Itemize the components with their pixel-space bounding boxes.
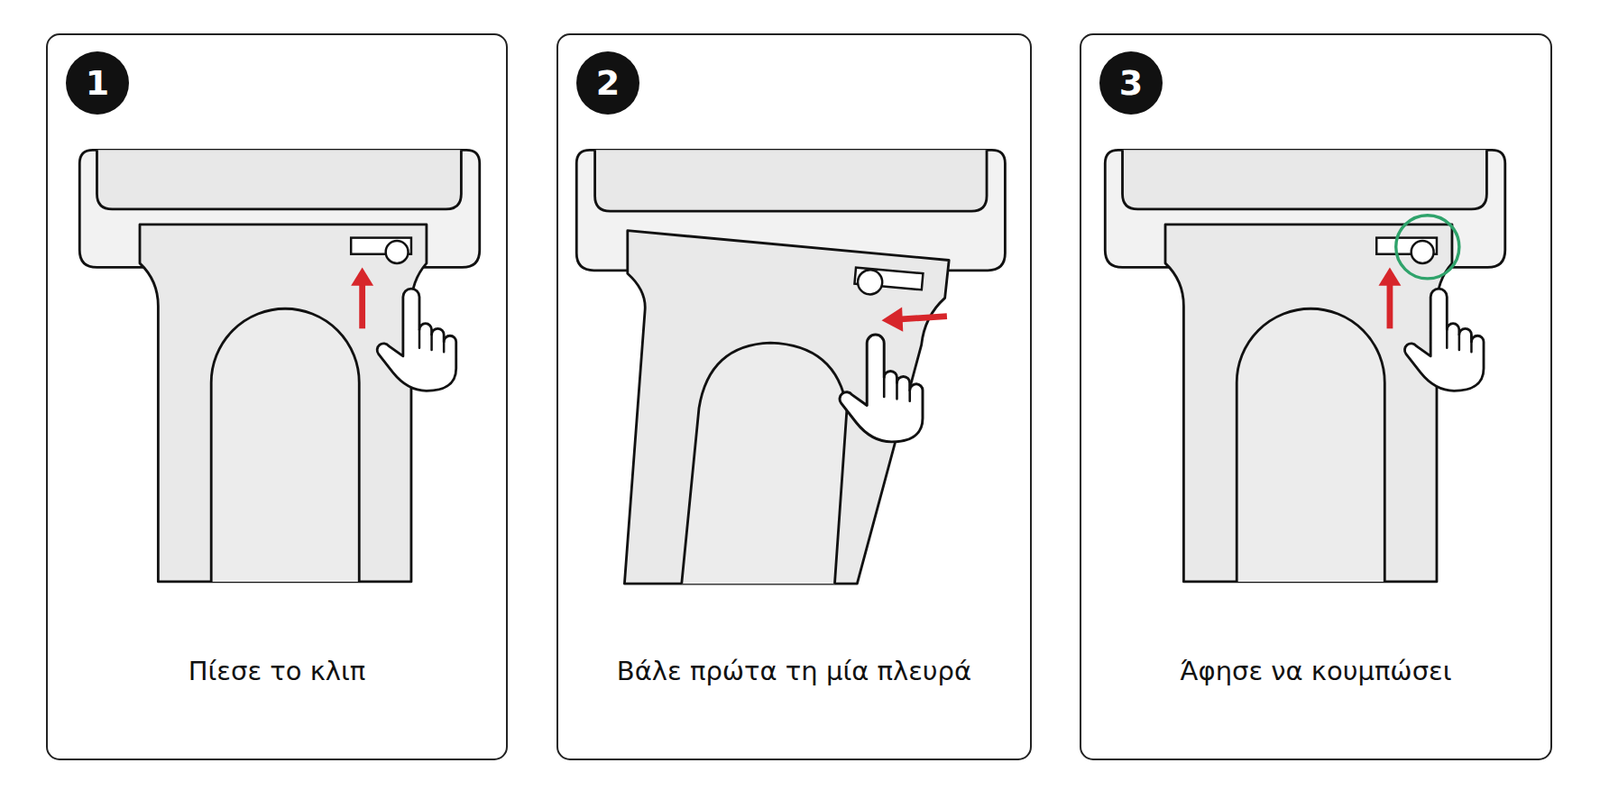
step-number-badge: 2 bbox=[576, 51, 640, 115]
step-number: 2 bbox=[596, 63, 620, 103]
step-number-badge: 3 bbox=[1099, 51, 1163, 115]
push-arrow bbox=[350, 266, 374, 329]
pointing-hand bbox=[377, 288, 457, 391]
step-panel: Άφησε να κουμπώσει 3 bbox=[1079, 33, 1553, 761]
pointing-hand bbox=[839, 334, 923, 442]
step-number: 3 bbox=[1119, 63, 1143, 103]
watch-and-band bbox=[1104, 149, 1506, 582]
step-caption: Άφησε να κουμπώσει bbox=[1081, 655, 1551, 687]
step-panel: Βάλε πρώτα τη μία πλευρά 2 bbox=[556, 33, 1032, 761]
step-caption: Βάλε πρώτα τη μία πλευρά bbox=[558, 655, 1030, 687]
push-arrow bbox=[1378, 266, 1401, 329]
step-caption: Πίεσε το κλιπ bbox=[47, 655, 506, 687]
step-panel: Πίεσε το κλιπ 1 bbox=[45, 33, 508, 761]
slide-arrow bbox=[882, 307, 948, 332]
pointing-hand bbox=[1404, 288, 1484, 391]
watch-and-band bbox=[79, 149, 480, 582]
step-number: 1 bbox=[85, 63, 110, 103]
step-number-badge: 1 bbox=[65, 51, 129, 115]
click-ring bbox=[1396, 215, 1460, 279]
watch-and-tilted-band bbox=[576, 149, 1005, 584]
